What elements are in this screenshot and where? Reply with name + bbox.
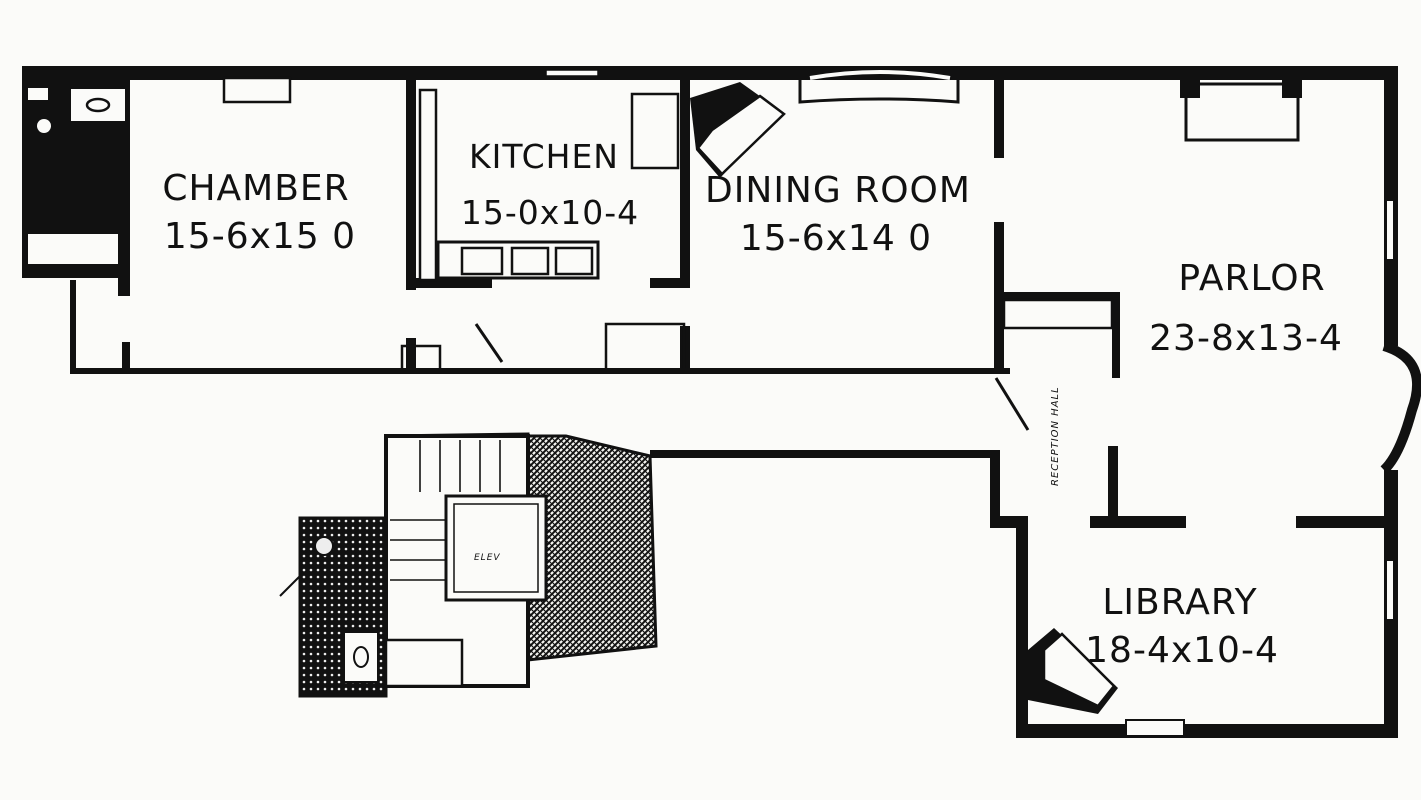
- interior-walls: [122, 80, 1386, 528]
- library-name: LIBRARY: [1102, 582, 1257, 623]
- library-size: 18-4x10-4: [1085, 630, 1279, 671]
- dining-size: 15-6x14 0: [740, 218, 932, 259]
- chamber-name: CHAMBER: [162, 168, 349, 209]
- elevator-label: ELEV: [474, 553, 501, 563]
- parlor-size: 23-8x13-4: [1149, 318, 1343, 359]
- dining-fireplace-icon: [690, 82, 786, 178]
- dining-name: DINING ROOM: [705, 170, 971, 211]
- windows: [222, 69, 1302, 737]
- library-fireplace-icon: [1028, 628, 1118, 714]
- exterior-walls: [22, 66, 1398, 738]
- parlor-name: PARLOR: [1178, 258, 1325, 299]
- kitchen-name: KITCHEN: [469, 137, 619, 176]
- reception-hall-label: RECEPTION HALL: [1050, 386, 1061, 486]
- stair-elevator-core: [298, 432, 658, 698]
- kitchen-size: 15-0x10-4: [461, 193, 639, 232]
- chamber-size: 15-6x15 0: [164, 216, 356, 257]
